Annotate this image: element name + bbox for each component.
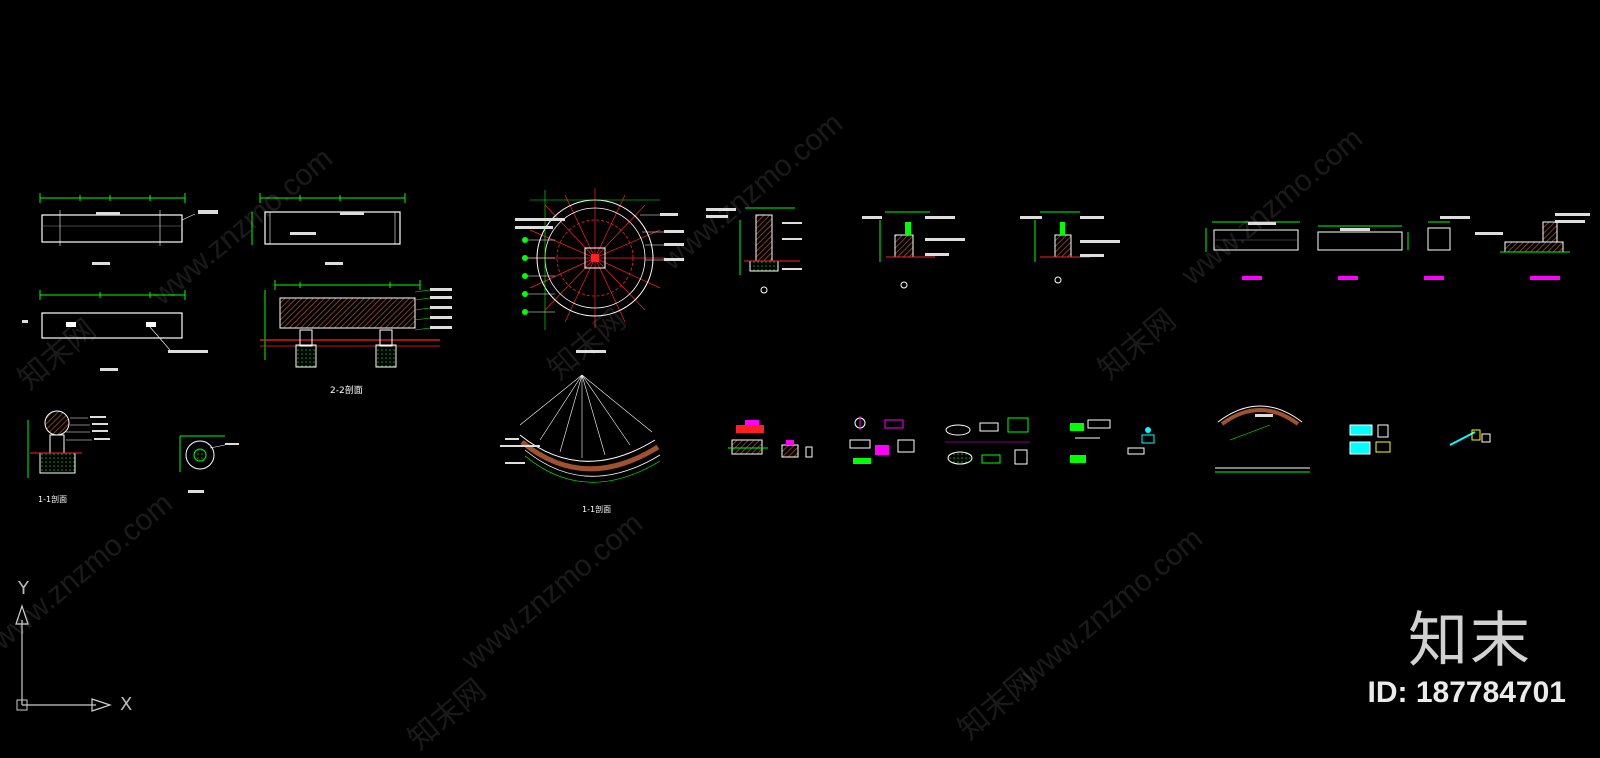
label-1-1-section-center: 1-1剖面 (582, 504, 611, 514)
cad-model-space[interactable]: 2-2剖面 1-1剖面 (0, 0, 1600, 733)
step-plan-views[interactable] (1205, 213, 1590, 280)
bench-elevation-view[interactable] (22, 290, 208, 371)
detail-cluster-3[interactable] (945, 417, 1030, 465)
bollard-top-view[interactable] (179, 435, 239, 493)
detail-section-a[interactable] (706, 207, 802, 294)
circular-tree-pool-plan[interactable] (515, 188, 684, 353)
label-2-2-section: 2-2剖面 (330, 384, 363, 396)
ucs-icon (15, 604, 112, 712)
asset-id: ID: 187784701 (1367, 676, 1567, 709)
detail-cluster-2[interactable] (849, 416, 915, 464)
detail-section-c[interactable] (1020, 211, 1120, 284)
detail-cluster-4[interactable] (1070, 419, 1155, 463)
znzmo-logo: 知末 (1408, 606, 1532, 676)
label-1-1-section-left: 1-1剖面 (38, 494, 67, 504)
bench-plan-view[interactable] (39, 193, 218, 265)
ucs-x-label: X (120, 694, 133, 715)
arch-bridge-elevation[interactable] (1215, 405, 1310, 473)
detail-cluster-1[interactable] (728, 420, 813, 458)
detail-cluster-5[interactable] (1349, 424, 1391, 455)
detail-section-b[interactable] (862, 211, 965, 289)
section-1-1-left[interactable]: 1-1剖面 (27, 410, 110, 504)
detail-cluster-6[interactable] (1449, 429, 1491, 446)
section-2-2[interactable]: 2-2剖面 (260, 280, 452, 396)
ucs-y-label: Y (18, 578, 29, 599)
bench-side-elevation[interactable] (251, 193, 406, 265)
fan-section-1-1[interactable]: 1-1剖面 (500, 374, 661, 514)
